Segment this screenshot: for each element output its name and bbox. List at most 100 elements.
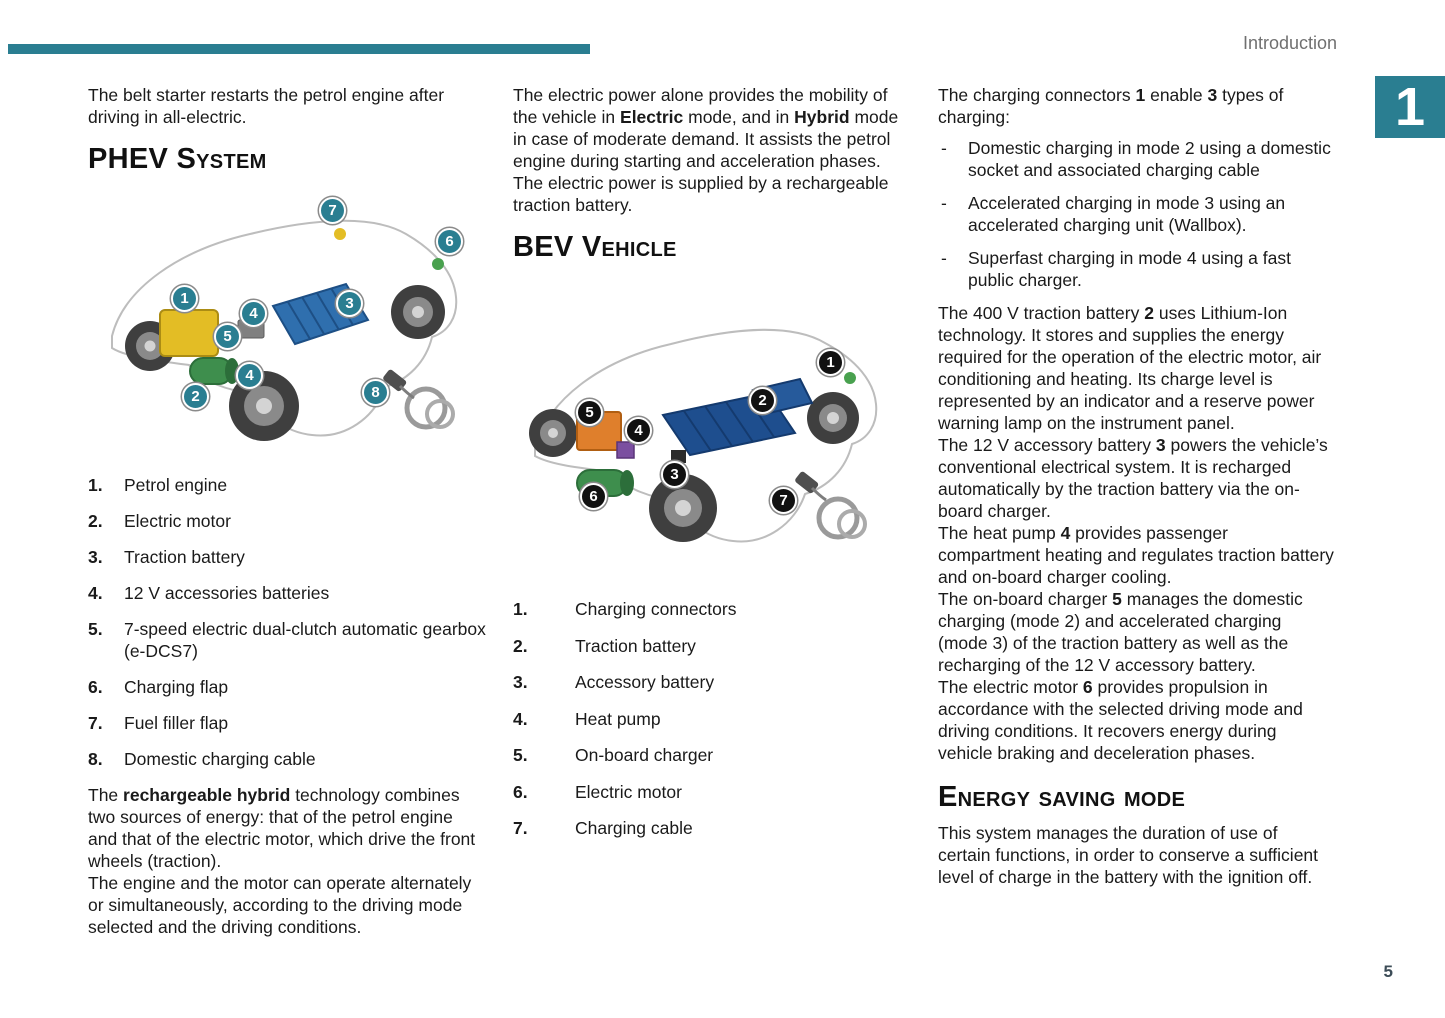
phev-badge-3: 3 [336,290,363,317]
legend-number: 4. [513,708,528,729]
phev-intro-paragraph: The belt starter restarts the petrol eng… [88,85,445,127]
legend-label: Electric motor [124,511,231,531]
phev-badge-7: 7 [319,197,346,224]
legend-label: Traction battery [575,635,696,656]
legend-label: Electric motor [575,781,682,802]
bev-car-illustration [529,328,878,543]
legend-number: 7. [88,713,103,733]
legend-item: 7. Charging cable [513,817,911,839]
header-accent-bar [8,44,590,54]
phev-badge-8: 8 [362,379,389,406]
bev-badge-4: 4 [625,417,652,444]
bev-badge-6: 6 [580,483,607,510]
phev-car-illustration [111,219,458,441]
legend-label: Charging connectors [575,599,737,619]
bullet-text: Domestic charging in mode 2 using a dome… [968,138,1331,180]
legend-number: 1. [88,475,103,495]
page-number: 5 [1383,962,1393,981]
traction-battery-pack [661,377,814,457]
electric-motor-cylinder [189,357,239,385]
legend-number: 8. [88,749,103,769]
column-charging: The charging connectors 1 enable 3 types… [938,84,1334,888]
bullet-text: Superfast charging in mode 4 using a fas… [968,248,1291,290]
phev-hybrid-paragraph: The rechargeable hybrid technology combi… [88,785,476,871]
legend-number: 5. [513,745,528,765]
section-header: Introduction [1242,33,1337,53]
phev-badge-4a: 4 [240,300,267,327]
bev-badge-5: 5 [576,399,603,426]
legend-number: 3. [513,672,528,692]
bev-legend: 1. Charging connectors 2. Traction battery… [513,598,911,839]
legend-item: 7. Fuel filler flap [88,712,486,734]
legend-item: 5. On-board charger [513,744,911,766]
legend-label: 7-speed electric dual-clutch automatic g… [124,619,486,661]
legend-label: On-board charger [575,745,714,765]
bullet-dash: - [941,138,947,158]
phev-legend: 1. Petrol engine 2. Electric motor 3. Tract… [88,474,486,770]
charging-cable-coil [383,369,455,430]
legend-item: 5. 7-speed electric dual-clutch automatic… [88,618,486,662]
bev-intro-paragraph: The electric power alone provides the mo… [513,85,899,171]
bev-badge-7: 7 [770,487,797,514]
charging-flap-dot [432,258,444,270]
legend-item: 4. 12 V accessories batteries [88,582,486,604]
car-outline [534,328,878,543]
petrol-engine-block [159,309,219,357]
legend-label: Fuel filler flap [124,713,229,733]
legend-label: Accessory battery [575,672,715,692]
bullet-dash: - [941,193,947,213]
phev-diagram: 7 6 1 4 3 5 4 2 8 [88,184,486,462]
legend-number: 6. [88,677,103,697]
legend-number: 1. [513,599,528,619]
legend-item: 1. Petrol engine [88,474,486,496]
phev-heading: PHEV System [88,143,267,175]
legend-label: Charging flap [124,677,229,697]
legend-label: 12 V accessories batteries [124,583,330,603]
phev-badge-5: 5 [214,323,241,350]
electric-motor-paragraph: The electric motor 6 provides propulsion… [938,677,1303,763]
phev-badge-6: 6 [436,228,463,255]
legend-item: 3. Traction battery [88,546,486,568]
legend-item: 8. Domestic charging cable [88,748,486,770]
car-outline [111,219,458,437]
bullet-text: Accelerated charging in mode 3 using an … [968,193,1286,235]
legend-number: 2. [88,511,103,531]
energy-saving-paragraph: This system manages the duration of use … [938,823,1319,887]
traction-battery-paragraph: The 400 V traction battery 2 uses Lithiu… [938,303,1322,433]
legend-item: 4. Heat pump [513,708,911,730]
legend-item: 2. Traction battery [513,635,911,657]
legend-item: 1. Charging connectors [513,598,911,620]
heat-pump-paragraph: The heat pump 4 provides passenger compa… [938,523,1334,587]
bev-diagram: 1 2 5 4 3 6 7 [513,290,911,570]
chapter-number: 1 [1394,77,1426,137]
charging-modes-list: - Domestic charging in mode 2 using a do… [938,137,1334,291]
phev-badge-1: 1 [171,285,198,312]
accessory-battery-paragraph: The 12 V accessory battery 3 powers the … [938,435,1328,521]
rear-wheel [391,285,445,339]
bullet-item: - Domestic charging in mode 2 using a do… [938,137,1334,181]
legend-number: 4. [88,583,103,603]
legend-label: Domestic charging cable [124,749,316,769]
bev-badge-3: 3 [661,461,688,488]
column-phev: The belt starter restarts the petrol eng… [88,84,486,938]
legend-label: Traction battery [124,547,245,567]
column-bev: The electric power alone provides the mo… [513,84,911,854]
energy-saving-heading: Energy saving mode [938,781,1186,813]
rear-wheel [807,392,859,444]
legend-item: 2. Electric motor [88,510,486,532]
bev-badge-1: 1 [817,349,844,376]
chapter-tab: 1 [1375,76,1445,138]
phev-badge-2: 2 [182,383,209,410]
legend-label: Heat pump [575,708,661,729]
legend-number: 2. [513,635,528,656]
legend-number: 3. [88,547,103,567]
charging-flap-dot [844,372,856,384]
heat-pump-cube [616,441,635,459]
bullet-item: - Accelerated charging in mode 3 using a… [938,192,1334,236]
legend-number: 7. [513,818,528,838]
onboard-charger-paragraph: The on-board charger 5 manages the domes… [938,589,1303,675]
legend-label: Petrol engine [124,475,228,495]
legend-number: 5. [88,619,103,639]
legend-label: Charging cable [575,818,693,838]
